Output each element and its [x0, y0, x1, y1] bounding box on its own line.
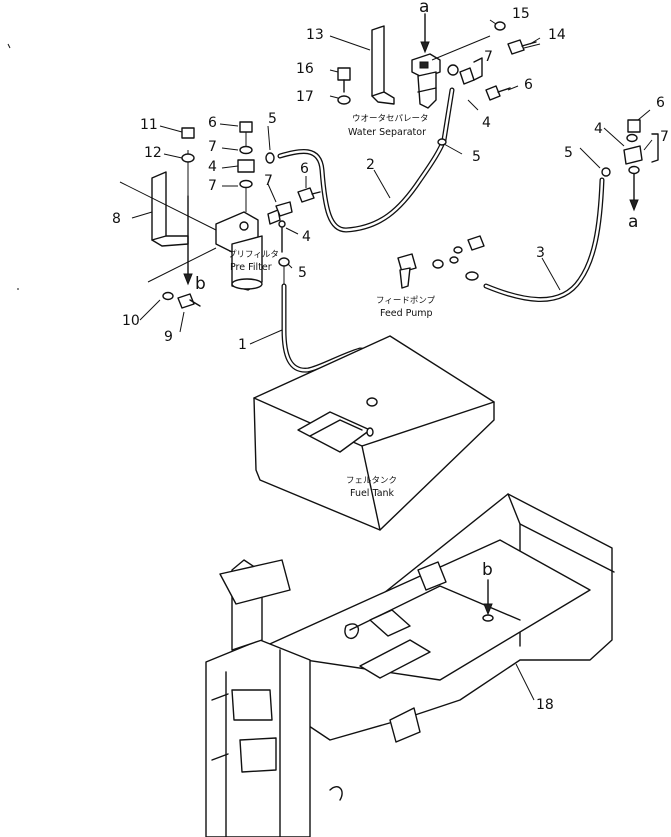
pre-filter-label-jp: プリフィルタ: [228, 250, 279, 260]
arrow-a-right-label: a: [628, 212, 639, 232]
callout-3: 3: [536, 245, 545, 261]
callout-12: 12: [144, 145, 162, 161]
arrow-b-left-label: b: [195, 274, 206, 294]
frame: [205, 493, 615, 837]
callout-18: 18: [536, 697, 554, 713]
callout-4-mid: 4: [302, 229, 311, 245]
edge-mark: [7, 43, 11, 49]
hose-2: [277, 87, 455, 233]
water-separator: [371, 13, 491, 109]
callout-9: 9: [164, 329, 173, 345]
callout-13: 13: [306, 27, 324, 43]
bolt-16: [337, 67, 351, 105]
callout-5-top: 5: [472, 149, 481, 165]
callout-4-top: 4: [482, 115, 491, 131]
callout-14: 14: [548, 27, 566, 43]
callout-8: 8: [112, 211, 121, 227]
callout-leaders: [131, 19, 653, 701]
pre-filter: [119, 150, 263, 291]
arrow-a-top-label: a: [419, 0, 430, 17]
callout-11: 11: [140, 117, 158, 133]
callout-7-top: 7: [484, 49, 493, 65]
water-separator-label-jp: ウオータセパレータ: [352, 114, 429, 124]
bolt-11: [181, 127, 195, 163]
callout-7-left-b: 7: [208, 178, 217, 194]
callout-6-mid: 6: [300, 161, 309, 177]
fuel-tank-label-en: Fuel Tank: [350, 488, 395, 499]
hose-3: [483, 167, 611, 302]
callout-1: 1: [238, 337, 247, 353]
callout-2: 2: [366, 157, 375, 173]
callout-4-left: 4: [208, 159, 217, 175]
fuel-tank-label-jp: フェルタンク: [346, 476, 398, 486]
feed-pump-label-en: Feed Pump: [380, 308, 433, 319]
callout-7-right: 7: [660, 129, 669, 145]
callout-6-right: 6: [656, 95, 665, 111]
feed-pump-label-jp: フィードポンプ: [376, 296, 436, 306]
callout-7-left-a: 7: [208, 139, 217, 155]
washer-15: [494, 21, 506, 31]
callout-10: 10: [122, 313, 140, 329]
fuel-tank: [253, 335, 495, 531]
feed-pump-fittings: [397, 235, 485, 289]
callout-5-left: 5: [268, 111, 277, 127]
water-separator-label-en: Water Separator: [348, 127, 426, 138]
bolt-6-top: [485, 85, 511, 101]
callout-5-right: 5: [564, 145, 573, 161]
callout-4-right: 4: [594, 121, 603, 137]
callout-15: 15: [512, 6, 530, 22]
callout-6-left: 6: [208, 115, 217, 131]
callout-6-top: 6: [524, 77, 533, 93]
callout-5-mid: 5: [298, 265, 307, 281]
callout-16: 16: [296, 61, 314, 77]
arrow-b-frame-label: b: [482, 560, 493, 580]
fittings-filter-outlet: [267, 187, 321, 284]
bracket-leader: [147, 247, 217, 283]
fittings-right: [623, 119, 659, 212]
pre-filter-label-en: Pre Filter: [230, 262, 272, 273]
callout-7-mid: 7: [264, 173, 273, 189]
bolt-14: [507, 39, 541, 55]
fittings-left-column: [237, 121, 275, 212]
bolt-9: [162, 291, 201, 309]
arrow-b-left: [183, 195, 193, 286]
callout-17: 17: [296, 89, 314, 105]
